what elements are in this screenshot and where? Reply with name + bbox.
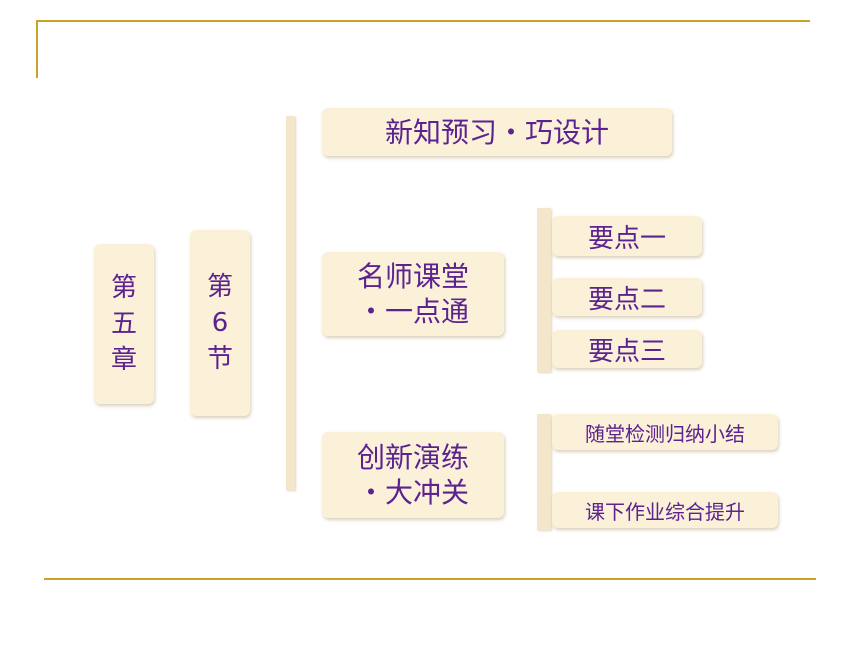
classroom-label-line1: 名师课堂 [356,260,469,293]
top-left-rule [36,20,38,78]
top-rule [36,20,810,22]
preview-box[interactable]: 新知预习・巧设计 [322,108,672,156]
practice-item-box-2[interactable]: 课下作业综合提升 [552,492,778,528]
section-box[interactable]: 第 6 节 [190,230,250,416]
connector-bar-main [286,116,295,490]
point-label-1: 要点一 [587,223,666,254]
practice-box[interactable]: 创新演练 ・大冲关 [322,432,504,518]
section-char-2: 6 [211,308,229,338]
chapter-char-3: 章 [110,345,137,375]
preview-label: 新知预习・巧设计 [384,115,609,149]
practice-item-label-2: 课下作业综合提升 [585,499,745,524]
practice-item-label-1: 随堂检测归纳小结 [585,421,745,446]
section-char-1: 第 [206,272,233,302]
practice-item-box-1[interactable]: 随堂检测归纳小结 [552,414,778,450]
point-box-1[interactable]: 要点一 [552,216,702,256]
chapter-char-1: 第 [110,273,137,303]
point-label-2: 要点二 [587,284,666,315]
practice-label-line1: 创新演练 [356,441,469,474]
practice-label-line2: ・大冲关 [356,476,469,509]
classroom-box[interactable]: 名师课堂 ・一点通 [322,252,504,336]
point-box-3[interactable]: 要点三 [552,330,702,368]
point-box-2[interactable]: 要点二 [552,278,702,316]
chapter-box[interactable]: 第 五 章 [94,244,154,404]
section-char-3: 节 [206,344,233,374]
chapter-char-2: 五 [110,309,137,339]
classroom-label-line2: ・一点通 [356,295,469,328]
connector-bar-points [537,208,551,372]
bottom-rule [44,578,816,580]
connector-bar-practice [537,414,551,530]
point-label-3: 要点三 [587,336,666,367]
